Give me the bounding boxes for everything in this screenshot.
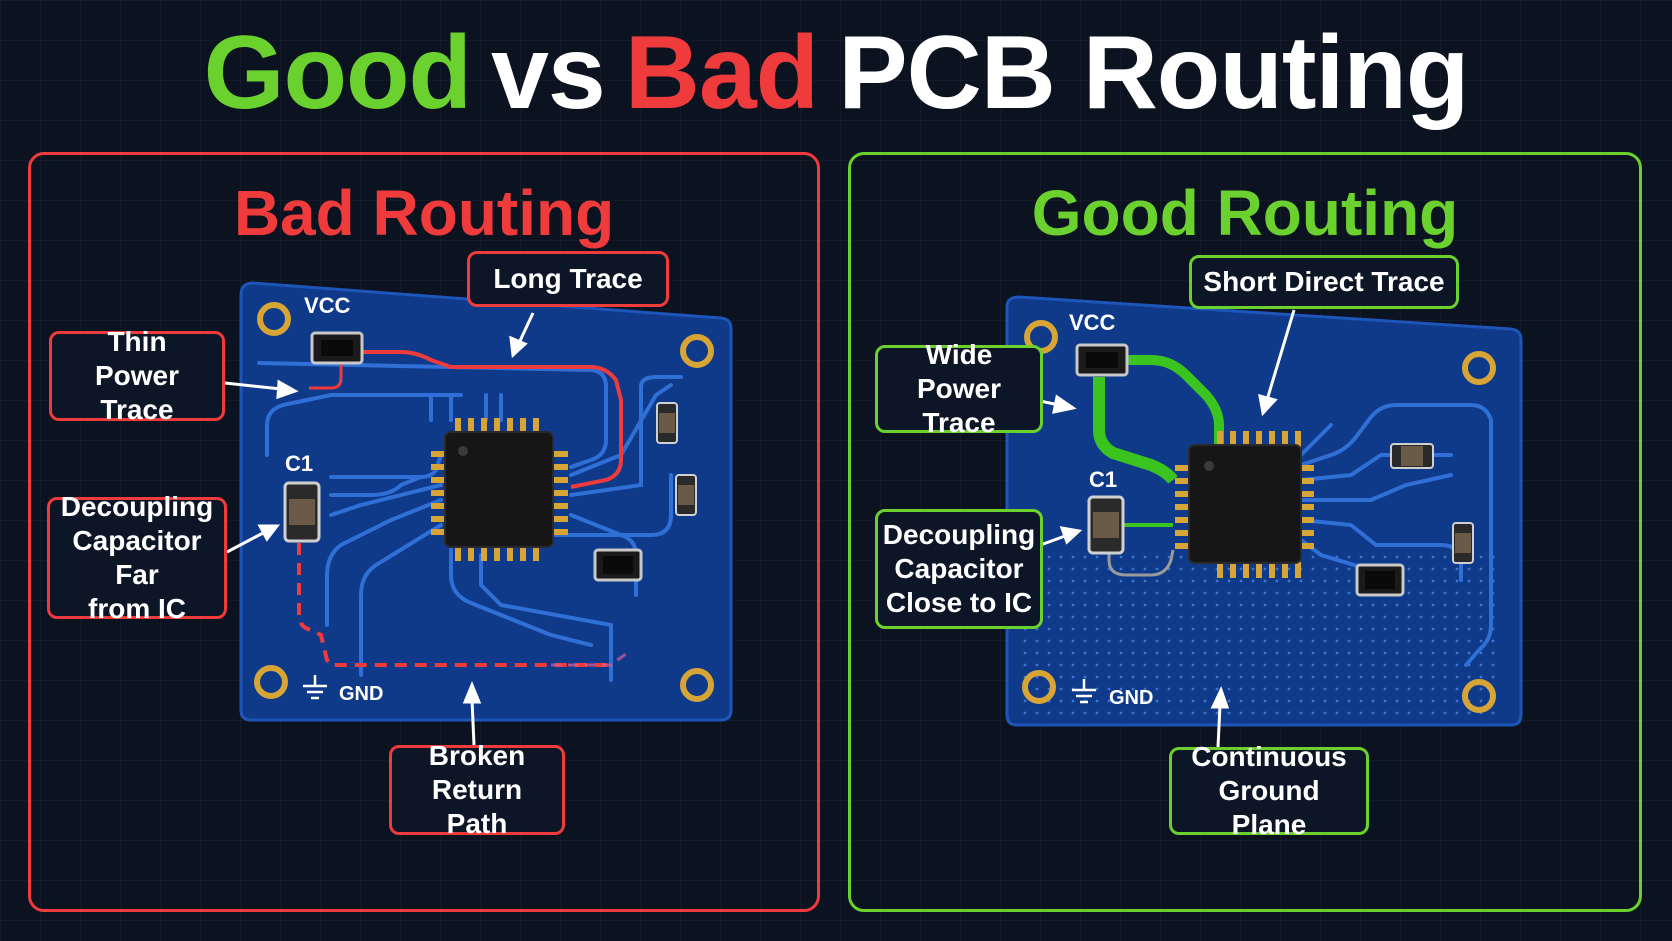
short-direct-trace-callout: Short Direct Trace xyxy=(1189,255,1459,309)
good-gnd-label: GND xyxy=(1109,687,1154,709)
long-trace-callout: Long Trace xyxy=(467,251,669,307)
decoupling-far-callout: Decoupling Capacitor Far from IC xyxy=(47,491,227,624)
broken-return-path-callout: Broken Return Path xyxy=(389,740,565,839)
title-pcb-routing: PCB Routing xyxy=(838,15,1469,131)
good-wide-power-trace xyxy=(1093,377,1178,484)
good-smd-parts xyxy=(1355,443,1474,597)
good-short-direct-trace xyxy=(1107,355,1224,445)
good-routing-heading: Good Routing xyxy=(1031,177,1459,249)
good-vcc-label: VCC xyxy=(1069,310,1116,335)
bad-signal-traces xyxy=(257,361,683,682)
title-vs: vs xyxy=(491,15,606,131)
ground-icon xyxy=(1072,679,1096,704)
bad-c1-capacitor xyxy=(283,481,321,543)
good-c1-label: C1 xyxy=(1089,467,1118,492)
bad-mounting-holes xyxy=(254,302,714,702)
bad-long-vcc-trace xyxy=(361,350,623,489)
mounting-hole xyxy=(1022,670,1056,704)
good-gnd-return xyxy=(1107,549,1175,577)
bad-thin-power-trace xyxy=(309,355,343,390)
bad-vcc-label: VCC xyxy=(304,293,351,318)
bad-routing-heading: Bad Routing xyxy=(233,177,615,249)
bad-vcc-component xyxy=(310,331,364,365)
bad-c1-label: C1 xyxy=(285,451,314,476)
bad-broken-return-path xyxy=(297,543,611,667)
good-c1-capacitor xyxy=(1087,495,1125,555)
good-pcb-board xyxy=(992,295,1523,748)
mounting-hole xyxy=(1462,351,1496,385)
thin-power-trace-callout: Thin Power Trace xyxy=(49,326,225,425)
bad-gnd-label: GND xyxy=(339,683,384,705)
bad-pcb-board xyxy=(224,281,733,746)
bad-routing-panel: Bad Routing xyxy=(28,152,820,912)
mounting-hole xyxy=(257,302,291,336)
mounting-hole xyxy=(680,334,714,368)
wide-power-trace-callout: Wide Power Trace xyxy=(875,339,1043,438)
mounting-hole xyxy=(680,668,714,702)
good-ic-chip xyxy=(1175,431,1314,578)
mounting-hole xyxy=(254,665,288,699)
ground-icon xyxy=(303,675,327,700)
bad-smd-parts xyxy=(593,402,697,582)
good-routing-panel: Good Routing xyxy=(848,152,1642,912)
mounting-hole xyxy=(1462,679,1496,713)
title-good: Good xyxy=(203,15,472,131)
decoupling-close-callout: Decoupling Capacitor Close to IC xyxy=(875,509,1043,629)
continuous-ground-plane-callout: Continuous Ground Plane xyxy=(1169,741,1369,840)
title-bad: Bad xyxy=(624,15,819,131)
bad-callout-arrows xyxy=(224,312,535,746)
bad-ic-chip xyxy=(431,418,568,561)
good-vcc-component xyxy=(1075,343,1129,377)
